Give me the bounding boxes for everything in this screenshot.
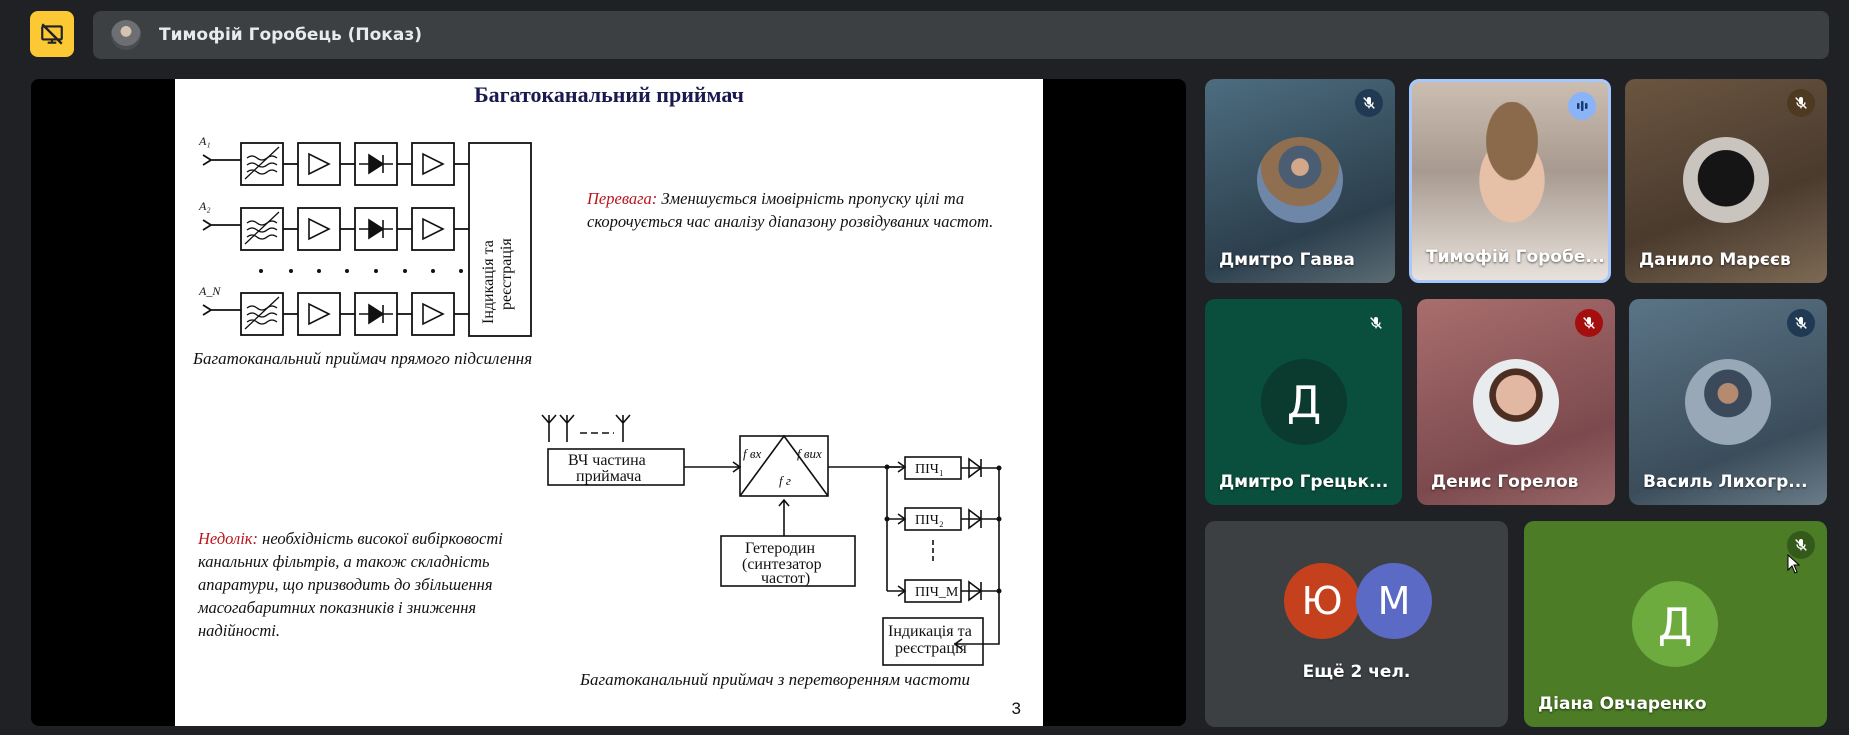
presentation-off-icon [41, 23, 63, 45]
participant-name: Діана Овчаренко [1538, 694, 1707, 714]
participant-tile[interactable]: Денис Горелов [1417, 299, 1615, 505]
mic-off-icon [1575, 309, 1603, 337]
slide-page-number: 3 [1011, 699, 1021, 718]
participant-tile[interactable]: Д Діана Овчаренко [1524, 521, 1827, 727]
presenter-avatar [111, 20, 141, 50]
participant-name: Денис Горелов [1431, 472, 1579, 492]
avatar [1683, 137, 1769, 223]
mic-off-icon [1362, 309, 1390, 337]
more-participants-tile[interactable]: Ю М Ещё 2 чел. [1205, 521, 1508, 727]
stop-presentation-button[interactable] [30, 11, 74, 57]
slide: Багатоканальний приймач [175, 79, 1043, 726]
disadvantage-text: Недолік: необхідність високої вибірковос… [198, 529, 503, 640]
avatar-initial: М [1356, 563, 1432, 639]
channel-label-n: A_N [198, 284, 221, 298]
avatar-initial: Д [1261, 359, 1347, 445]
video-feed [1452, 102, 1572, 232]
mouse-cursor-icon [1787, 554, 1801, 574]
participant-tile[interactable]: Дмитро Гавва [1205, 79, 1395, 283]
channel-row-n [202, 292, 469, 336]
presentation-stage[interactable]: Багатоканальний приймач [31, 79, 1186, 726]
participant-name: Дмитро Гавва [1219, 250, 1355, 270]
mic-off-icon [1787, 531, 1815, 559]
participant-name: Дмитро Грецьк... [1219, 472, 1389, 492]
caption-frequency-conversion: Багатоканальний приймач з перетворенням … [580, 670, 971, 689]
svg-text:A₁ A₂ A_N: A₁ A₂ A_N [198, 134, 221, 298]
svg-text:f вх f вих f г: f вх f вих f г [743, 446, 825, 488]
speaking-indicator-icon [1568, 92, 1596, 120]
caption-direct-amplification: Багатоканальний приймач прямого підсилен… [193, 349, 533, 368]
svg-text:ВЧ частина приймача: ВЧ частина приймача Гетеродин (синтезато… [568, 452, 976, 657]
advantage-text: Перевага: Зменшується імовірність пропус… [587, 189, 994, 231]
channel-label-2: A₂ [198, 199, 211, 213]
channel-row-2 [202, 207, 469, 251]
avatar [1473, 359, 1559, 445]
avatar-initial: Д [1632, 581, 1718, 667]
avatar-initial: Ю [1284, 563, 1360, 639]
avatar [1257, 137, 1343, 223]
mic-off-icon [1355, 89, 1383, 117]
participant-tile[interactable]: Данило Марєєв [1625, 79, 1827, 283]
svg-text:Індикація та реєстраці: Індикація та реєстрація [480, 236, 515, 324]
channel-label-1: A₁ [198, 134, 211, 148]
participant-name: Тимофій Горобе... [1426, 247, 1605, 267]
slide-title: Багатоканальний приймач [474, 82, 744, 107]
participant-tile[interactable]: Василь Лихогр... [1629, 299, 1827, 505]
mic-off-icon [1787, 309, 1815, 337]
avatar [1685, 359, 1771, 445]
mic-off-icon [1787, 89, 1815, 117]
more-participants-label: Ещё 2 чел. [1302, 662, 1411, 682]
participant-tile[interactable]: Д Дмитро Грецьк... [1205, 299, 1402, 505]
presenter-bar[interactable]: Тимофій Горобець (Показ) [93, 11, 1829, 59]
participant-tile[interactable]: Тимофій Горобе... [1409, 79, 1611, 283]
presenter-name: Тимофій Горобець (Показ) [159, 25, 422, 45]
block-diagrams: A₁ A₂ A_N Індикація та реєстрація [198, 134, 1002, 666]
participant-name: Василь Лихогр... [1643, 472, 1808, 492]
channel-row-1 [202, 142, 469, 186]
participant-name: Данило Марєєв [1639, 250, 1791, 270]
